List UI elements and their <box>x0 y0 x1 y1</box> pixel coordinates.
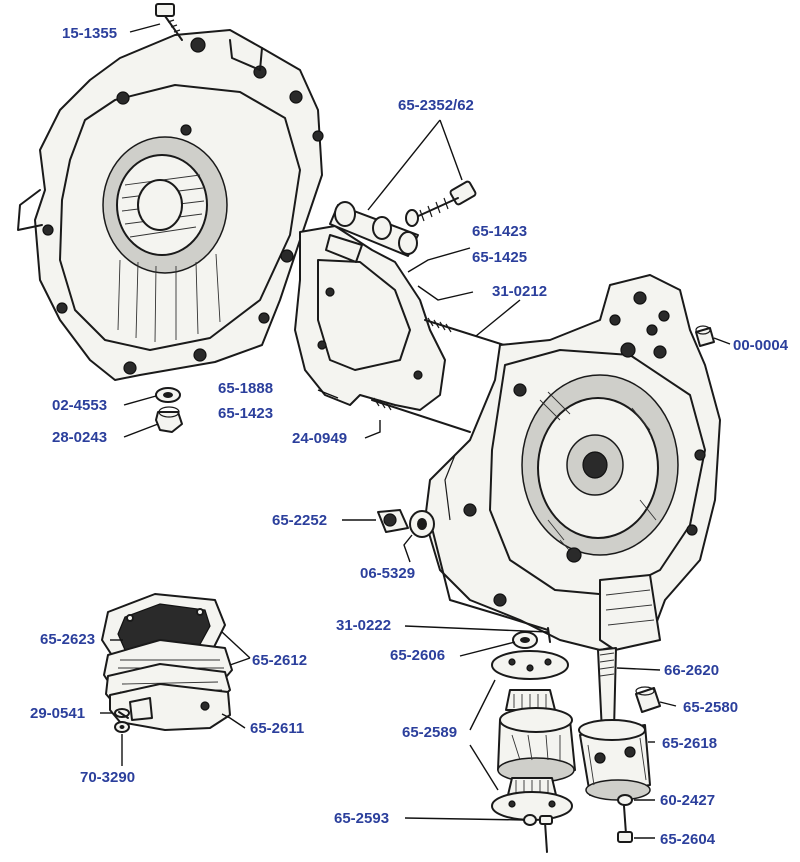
left-crankcase-half <box>17 29 324 381</box>
label-24-0949: 24-0949 <box>292 430 347 447</box>
fitting-65-2252 <box>377 509 409 533</box>
label-65-1425: 65-1425 <box>472 249 527 266</box>
label-15-1355: 15-1355 <box>62 25 117 42</box>
leader-lines <box>100 23 731 839</box>
base-plate-65-2611 <box>109 683 231 731</box>
screw-15-1355 <box>155 3 183 41</box>
label-60-2427: 60-2427 <box>660 792 715 809</box>
washer-02-4553 <box>155 387 181 403</box>
washer-65-2606 <box>512 631 538 649</box>
label-65-2612: 65-2612 <box>252 652 307 669</box>
screw-65-2593 <box>523 814 553 853</box>
label-65-2618: 65-2618 <box>662 735 717 752</box>
washer-70-3290 <box>114 721 130 733</box>
fitting-00-0004 <box>695 325 715 347</box>
label-65-2352-62: 65-2352/62 <box>398 97 474 114</box>
label-65-2623: 65-2623 <box>40 631 95 648</box>
screw-65-2604 <box>617 805 633 843</box>
nut-60-2427 <box>617 794 633 806</box>
label-65-1423-a: 65-1423 <box>472 223 527 240</box>
stud-24-0949 <box>371 397 471 433</box>
label-65-2589: 65-2589 <box>402 724 457 741</box>
label-29-0541: 29-0541 <box>30 705 85 722</box>
label-65-2611: 65-2611 <box>250 720 304 737</box>
label-65-2604: 65-2604 <box>660 831 716 848</box>
part-labels: 15-1355 65-2352/62 65-1423 65-1425 31-02… <box>30 25 789 848</box>
pump-body-65-2618 <box>578 719 651 801</box>
label-65-1888: 65-1888 <box>218 380 273 397</box>
pump-cover-65-2589 <box>491 650 576 821</box>
right-crankcase-half <box>424 274 721 651</box>
sleeve-65-2580 <box>635 686 661 713</box>
label-65-1423-b: 65-1423 <box>218 405 273 422</box>
label-65-2252: 65-2252 <box>272 512 327 529</box>
nut-28-0243 <box>155 406 183 433</box>
label-65-2606: 65-2606 <box>390 647 445 664</box>
pin-31-0222 <box>547 627 551 643</box>
screw-29-0541 <box>114 708 130 719</box>
label-65-2580: 65-2580 <box>683 699 738 716</box>
label-31-0222: 31-0222 <box>336 617 391 634</box>
washer-06-5329 <box>409 510 435 538</box>
label-02-4553: 02-4553 <box>52 397 107 414</box>
label-31-0212: 31-0212 <box>492 283 547 300</box>
label-00-0004: 00-0004 <box>733 337 789 354</box>
label-65-2593: 65-2593 <box>334 810 389 827</box>
label-66-2620: 66-2620 <box>664 662 719 679</box>
label-70-3290: 70-3290 <box>80 769 135 786</box>
hinge-65-2352-62 <box>325 180 477 263</box>
bracket-65-1888 <box>294 225 446 411</box>
label-06-5329: 06-5329 <box>360 565 415 582</box>
label-28-0243: 28-0243 <box>52 429 107 446</box>
